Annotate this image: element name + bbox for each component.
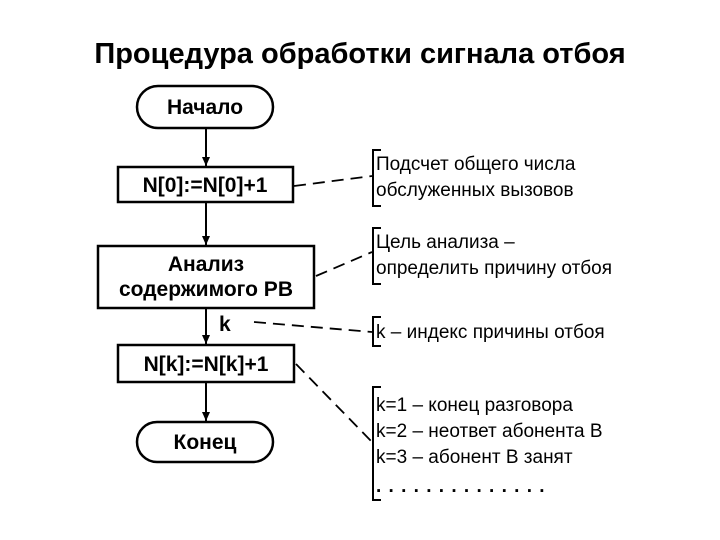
reason-ellipsis: . . . . . . . . . . . . . . [376,476,546,497]
connector-count-note [293,175,373,187]
edge-label-k: k [219,313,231,336]
count-label: N[0]:=N[0]+1 [143,174,268,197]
reason-1: k=1 – конец разговора [376,395,573,416]
reason-3: k=3 – абонент В занят [376,447,573,468]
analysis-note-line1: Цель анализа – [376,232,515,253]
k-note: k – индекс причины отбоя [376,322,605,343]
end-label: Конец [174,431,237,454]
k-note-bracket [372,316,381,347]
connector-increment-note [295,363,373,443]
page-title: Процедура обработки сигнала отбоя [94,38,626,70]
connector-k-note [253,321,373,333]
analysis-label-line1: Анализ [168,253,244,276]
analysis-process [96,244,316,310]
analysis-note-bracket [372,227,381,285]
count-note-line2: обслуженных вызовов [376,180,574,201]
count-process [116,165,295,204]
increment-process [116,343,296,384]
end-terminal [135,420,275,464]
increment-label: N[k]:=N[k]+1 [144,353,269,376]
count-note-line1: Подсчет общего числа [376,154,576,175]
connector-analysis-note [315,251,373,277]
analysis-label-line2: содержимого РВ [119,278,293,301]
reasons-note-bracket [372,386,381,501]
reason-2: k=2 – неответ абонента В [376,421,603,442]
start-label: Начало [167,96,243,119]
analysis-note-line2: определить причину отбоя [376,258,612,279]
start-terminal [135,84,275,130]
count-note-bracket [372,149,381,207]
